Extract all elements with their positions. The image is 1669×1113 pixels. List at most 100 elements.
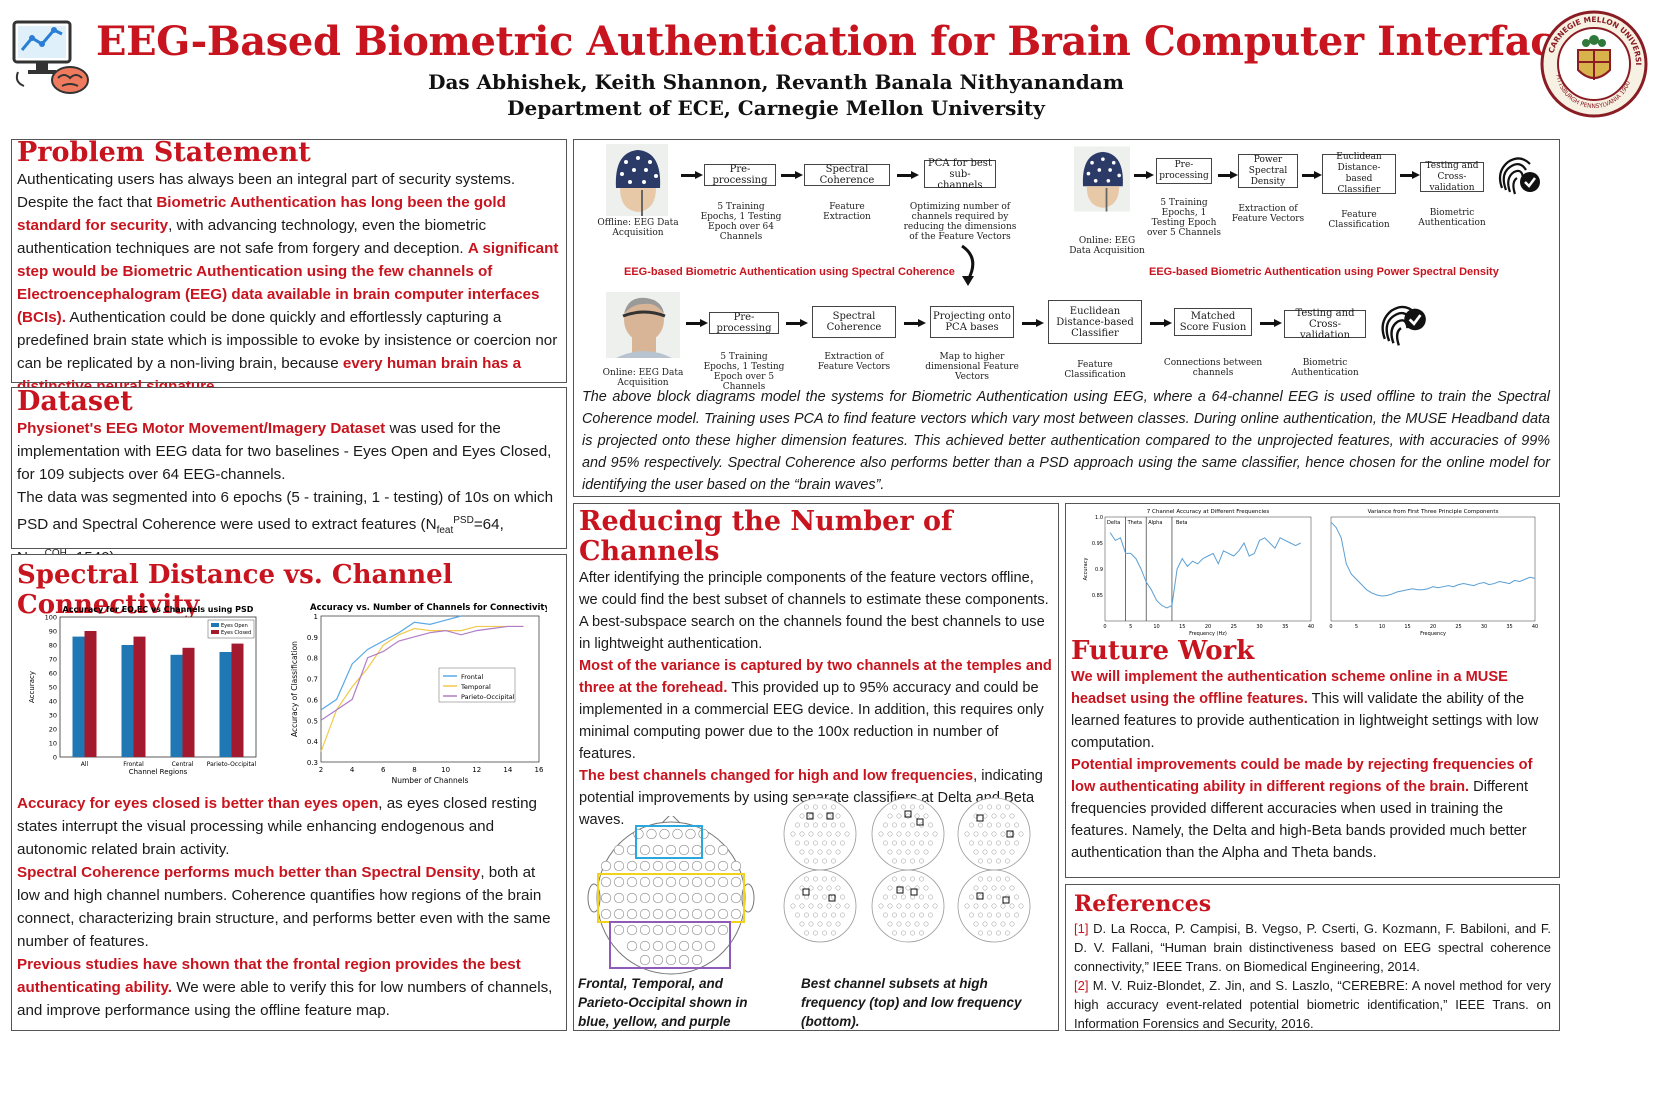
electrode <box>883 822 888 828</box>
electrode <box>652 940 664 952</box>
legend-swatch <box>211 623 219 627</box>
reference-1: [1] D. La Rocca, P. Campisi, B. Vegso, P… <box>1074 921 1551 974</box>
electrode <box>790 903 796 909</box>
electrode <box>613 876 625 888</box>
electrode <box>919 930 924 936</box>
electrode <box>652 876 664 888</box>
electrode <box>639 940 651 952</box>
electrode <box>639 954 651 966</box>
electrode <box>822 912 827 918</box>
y-tick-label: 20 <box>49 726 57 734</box>
electrode <box>996 876 1001 882</box>
electrode <box>804 822 809 828</box>
electrode <box>987 840 992 846</box>
selected-channel <box>806 812 814 820</box>
electrode <box>1005 912 1010 918</box>
electrode <box>704 940 716 952</box>
y-tick-label: 40 <box>49 698 57 706</box>
electrode <box>991 921 997 927</box>
electrode <box>804 804 809 810</box>
bar-eyes-closed <box>84 631 97 757</box>
electrode <box>905 885 911 891</box>
electrode <box>730 908 742 920</box>
x-tick-label: 10 <box>1153 624 1159 630</box>
plot-area <box>1330 516 1536 622</box>
electrode <box>652 924 664 936</box>
electrode <box>652 892 664 904</box>
electrode <box>892 840 897 846</box>
problem-title: Problem Statement <box>17 137 311 168</box>
electrode <box>813 858 818 864</box>
electrode <box>613 844 625 856</box>
x-tick-label: 25 <box>1455 624 1461 630</box>
electrode <box>817 831 823 837</box>
electrode <box>1000 921 1006 927</box>
problem-statement-panel: Problem Statement Authenticating users h… <box>11 137 567 395</box>
fingerprint-check-icon <box>1498 157 1540 195</box>
electrode <box>813 894 818 900</box>
electrode <box>717 908 729 920</box>
electrode <box>685 828 696 840</box>
electrode <box>919 912 924 918</box>
spectral-panel: Spectral Distance vs. Channel Connectivi… <box>11 554 567 1031</box>
electrode <box>835 831 841 837</box>
electrode <box>892 876 897 882</box>
electrode <box>1009 831 1015 837</box>
electrode <box>887 885 893 891</box>
region-map-caption: Frontal, Temporal, and Parieto-Occipital… <box>578 976 748 1029</box>
electrode <box>813 804 818 810</box>
electrode <box>923 921 929 927</box>
electrode <box>665 860 677 872</box>
electrode <box>887 849 893 855</box>
x-axis-label: Frequency (Hz) <box>1189 631 1227 637</box>
online-preprocessing-box: Pre-processing <box>709 312 779 334</box>
y-axis-label: Accuracy <box>1083 558 1089 581</box>
electrode <box>914 849 920 855</box>
electrode <box>969 822 974 828</box>
y-tick-label: 0 <box>53 754 57 762</box>
dataset-body: Physionet's EEG Motor Movement/Imagery D… <box>17 420 554 569</box>
electrode <box>987 912 992 918</box>
electrode <box>1000 813 1006 819</box>
electrode <box>813 840 818 846</box>
electrode <box>1000 885 1006 891</box>
y-tick-label: 60 <box>49 670 57 678</box>
eeg-analytics-logo-icon <box>12 20 89 94</box>
electrode <box>840 840 845 846</box>
electrode <box>817 849 823 855</box>
electrode <box>665 844 677 856</box>
electrode <box>665 908 677 920</box>
muse-headband-head-icon <box>606 292 680 358</box>
electrode <box>804 930 809 936</box>
electrode <box>964 831 970 837</box>
electrode <box>896 831 902 837</box>
offline-acq-label: Offline: EEG Data Acquisition <box>597 218 679 238</box>
electrode <box>923 885 929 891</box>
electrode <box>835 813 841 819</box>
electrode <box>987 804 992 810</box>
x-tick-label: 35 <box>1282 624 1288 630</box>
bar-eyes-closed <box>133 636 146 757</box>
legend-label: Eyes Closed <box>221 630 251 636</box>
electrode <box>678 924 690 936</box>
x-tick-label: 40 <box>1308 624 1314 630</box>
electrode <box>901 930 906 936</box>
y-tick-label: 0.85 <box>1092 593 1103 599</box>
electrode <box>928 912 933 918</box>
electrode <box>639 892 651 904</box>
university-seal-icon: CARNEGIE MELLON UNIVERSITY PITTSBURGH PE… <box>1540 10 1648 118</box>
psd-diagram-title: EEG-based Biometric Authentication using… <box>1149 266 1499 278</box>
electrode <box>817 885 823 891</box>
reducing-body: After identifying the principle componen… <box>579 570 1052 828</box>
electrode <box>928 822 933 828</box>
electrode <box>652 844 664 856</box>
electrode <box>652 908 664 920</box>
y-axis-label: Accuracy of Classification <box>290 641 299 737</box>
electrode <box>896 921 902 927</box>
electrode <box>887 921 893 927</box>
electrode <box>799 921 805 927</box>
bar-eyes-open <box>170 654 183 757</box>
x-tick-label: 20 <box>1205 624 1211 630</box>
y-tick-label: 0.4 <box>307 738 319 746</box>
spectral-coherence-diagram-title: EEG-based Biometric Authentication using… <box>624 266 955 278</box>
